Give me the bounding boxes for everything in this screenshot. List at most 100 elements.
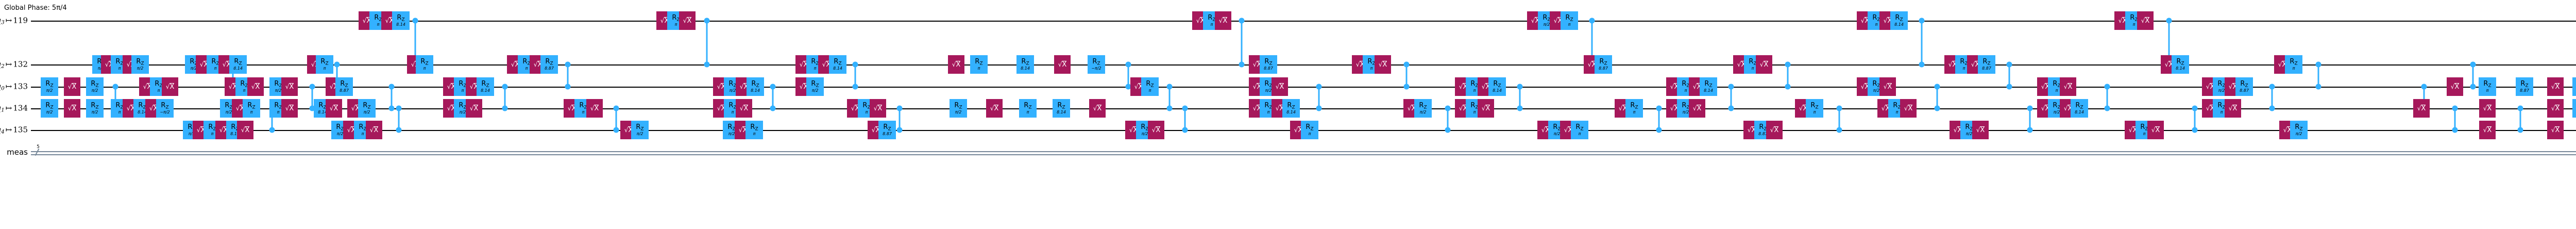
rz-gate[interactable]: RZπ <box>2572 99 2576 118</box>
cz-control-dot[interactable] <box>2104 105 2110 111</box>
cz-control-dot[interactable] <box>1836 127 1842 133</box>
cz-control-dot[interactable] <box>502 105 508 111</box>
sqrt-x-gate[interactable]: √X <box>1766 121 1783 139</box>
cz-control-dot[interactable] <box>704 18 710 24</box>
sqrt-x-gate[interactable]: √X <box>2413 99 2430 118</box>
cz-control-dot[interactable] <box>334 61 340 68</box>
cz-control-dot[interactable] <box>2104 84 2110 90</box>
cz-control-dot[interactable] <box>852 84 858 90</box>
cz-connector[interactable] <box>114 87 116 108</box>
sqrt-x-gate[interactable]: √X <box>2547 77 2564 96</box>
cz-connector[interactable] <box>615 108 617 130</box>
cz-control-dot[interactable] <box>1182 127 1188 133</box>
cz-connector[interactable] <box>2168 21 2170 64</box>
sqrt-x-gate[interactable]: √X <box>281 77 298 96</box>
cz-control-dot[interactable] <box>1125 84 1131 90</box>
cz-control-dot[interactable] <box>1125 61 1131 68</box>
cz-control-dot[interactable] <box>2006 61 2012 68</box>
sqrt-x-gate[interactable]: √X <box>1089 99 1106 118</box>
cz-connector[interactable] <box>2271 87 2273 108</box>
sqrt-x-gate[interactable]: √X <box>1272 77 1288 96</box>
cz-connector[interactable] <box>1318 87 1320 108</box>
cz-control-dot[interactable] <box>1445 127 1451 133</box>
sqrt-x-gate[interactable]: √X <box>366 121 382 139</box>
cz-control-dot[interactable] <box>2192 105 2198 111</box>
sqrt-x-gate[interactable]: √X <box>1054 55 1071 74</box>
cz-control-dot[interactable] <box>2269 105 2275 111</box>
cz-control-dot[interactable] <box>2517 127 2523 133</box>
sqrt-x-gate[interactable]: √X <box>1900 99 1917 118</box>
cz-control-dot[interactable] <box>1919 61 1925 68</box>
sqrt-x-gate[interactable]: √X <box>2479 99 2496 118</box>
cz-control-dot[interactable] <box>2192 127 2198 133</box>
sqrt-x-gate[interactable]: √X <box>2225 99 2241 118</box>
cz-control-dot[interactable] <box>2315 61 2321 68</box>
cz-control-dot[interactable] <box>1239 18 1245 24</box>
sqrt-x-gate[interactable]: √X <box>247 77 264 96</box>
cz-control-dot[interactable] <box>565 84 571 90</box>
sqrt-x-gate[interactable]: √X <box>1148 121 1164 139</box>
cz-connector[interactable] <box>1730 87 1732 108</box>
sqrt-x-gate[interactable]: √X <box>2547 99 2564 118</box>
cz-control-dot[interactable] <box>2006 84 2012 90</box>
cz-connector[interactable] <box>2454 108 2456 130</box>
cz-control-dot[interactable] <box>1166 84 1173 90</box>
cz-control-dot[interactable] <box>896 105 903 111</box>
cz-control-dot[interactable] <box>396 127 402 133</box>
cz-connector[interactable] <box>1184 108 1186 130</box>
cz-control-dot[interactable] <box>565 61 571 68</box>
sqrt-x-gate[interactable]: √X <box>64 99 80 118</box>
cz-control-dot[interactable] <box>502 84 508 90</box>
sqrt-x-gate[interactable]: √X <box>2479 121 2496 139</box>
sqrt-x-gate[interactable]: √X <box>162 77 178 96</box>
cz-connector[interactable] <box>2472 64 2474 87</box>
cz-control-dot[interactable] <box>2269 84 2275 90</box>
cz-control-dot[interactable] <box>1919 18 1925 24</box>
cz-connector[interactable] <box>1787 64 1789 87</box>
cz-control-dot[interactable] <box>1445 105 1451 111</box>
cz-connector[interactable] <box>1658 108 1660 130</box>
cz-connector[interactable] <box>1168 87 1171 108</box>
cz-connector[interactable] <box>2106 87 2108 108</box>
sqrt-x-gate[interactable]: √X <box>326 99 342 118</box>
cz-control-dot[interactable] <box>309 84 315 90</box>
cz-control-dot[interactable] <box>896 127 903 133</box>
cz-connector[interactable] <box>1591 21 1593 64</box>
cz-connector[interactable] <box>1921 21 1923 64</box>
cz-connector[interactable] <box>504 87 506 108</box>
cz-connector[interactable] <box>2194 108 2196 130</box>
cz-control-dot[interactable] <box>1239 61 1245 68</box>
cz-connector[interactable] <box>336 64 338 87</box>
sqrt-x-gate[interactable]: √X <box>64 77 80 96</box>
sqrt-x-gate[interactable]: √X <box>1879 77 1896 96</box>
cz-control-dot[interactable] <box>1182 105 1188 111</box>
sqrt-x-gate[interactable]: √X <box>948 55 964 74</box>
cz-connector[interactable] <box>2423 87 2425 108</box>
cz-control-dot[interactable] <box>1403 61 1410 68</box>
